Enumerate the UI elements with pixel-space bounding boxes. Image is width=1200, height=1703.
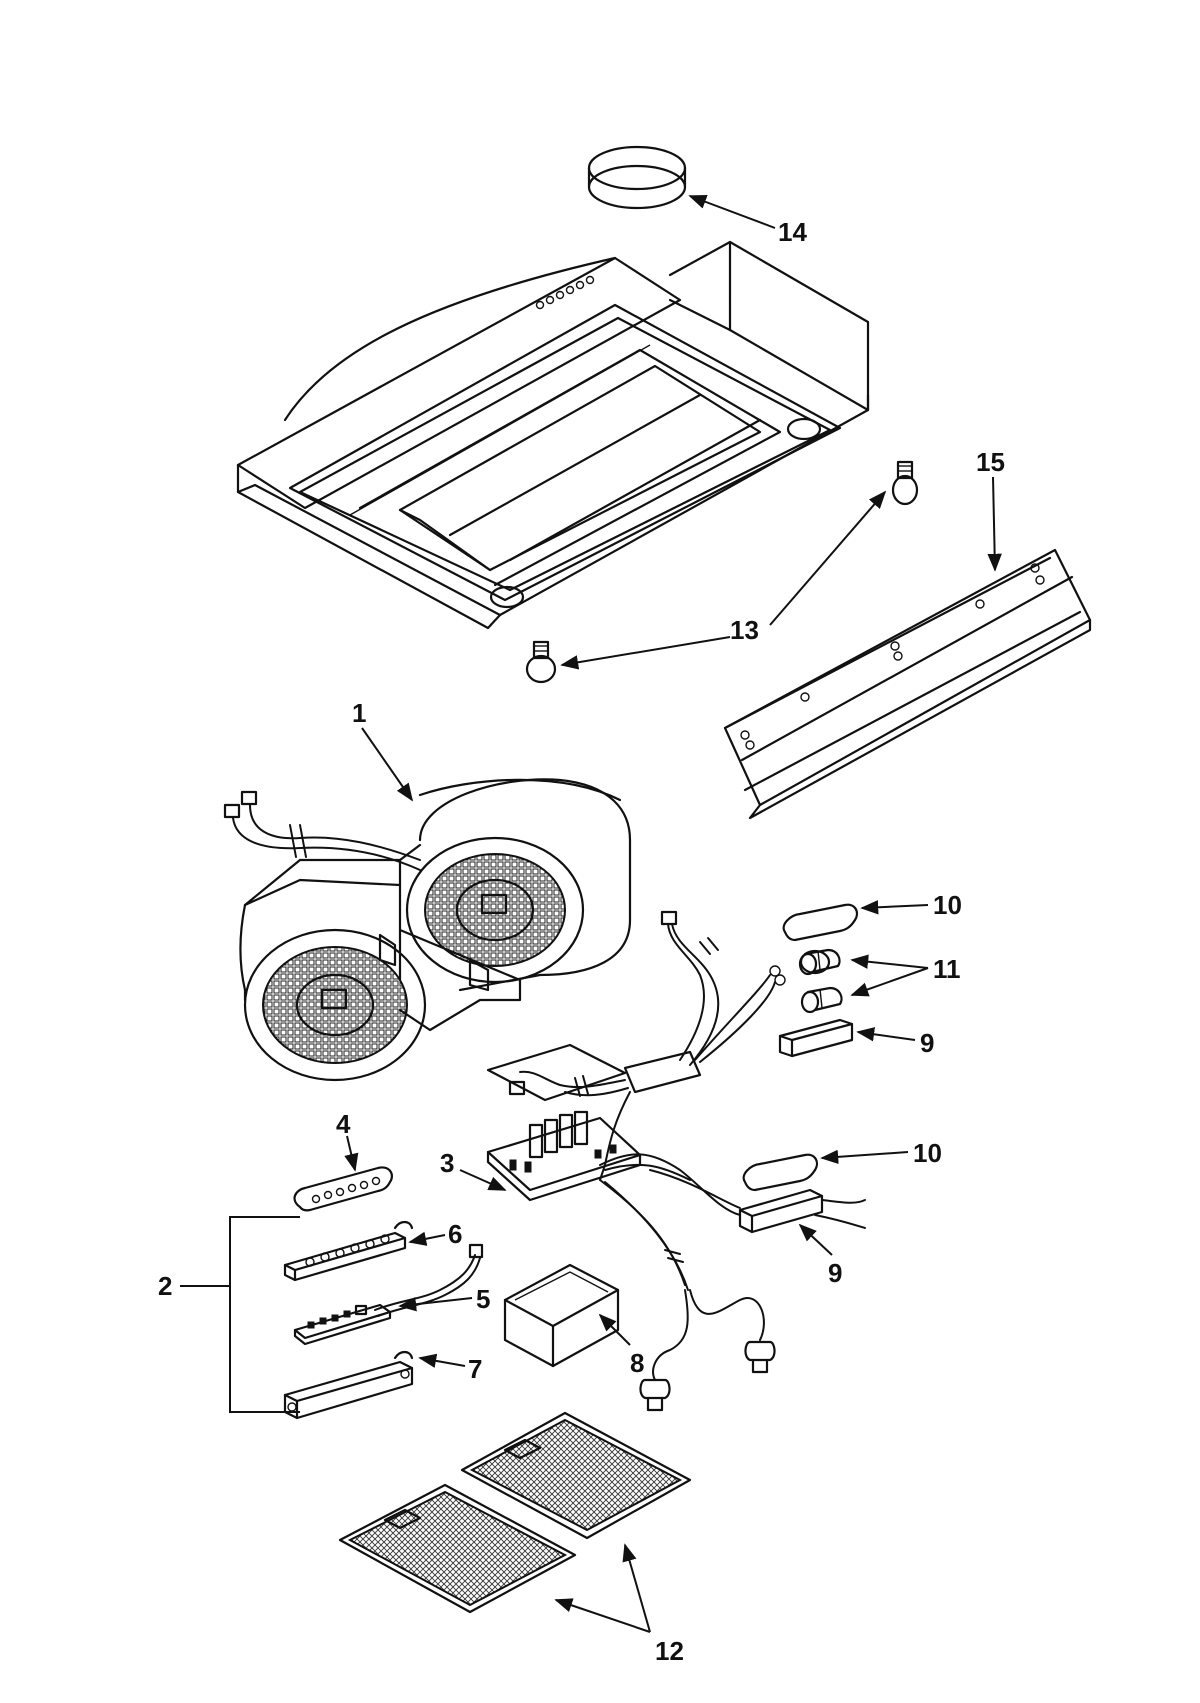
control-board: [486, 1110, 642, 1202]
control-button-housing: [283, 1220, 414, 1282]
label-part-3: 3: [440, 1148, 454, 1178]
leader-12-back: [622, 1543, 651, 1633]
label-part-5: 5: [476, 1284, 490, 1314]
wiring-harness-lower: [599, 1153, 776, 1412]
leader-11-upper: [850, 954, 929, 969]
leader-15: [987, 476, 1002, 572]
grease-filter-back: [460, 1411, 692, 1540]
label-part-13: 13: [730, 615, 759, 645]
leader-12-front: [554, 1598, 651, 1633]
control-button-strip: [293, 1166, 394, 1212]
light-socket-upper: [798, 948, 841, 976]
leader-4: [344, 1135, 359, 1172]
halogen-bulb-lower: [525, 640, 557, 684]
leader-8: [598, 1313, 631, 1346]
light-housing-lower: [738, 1188, 866, 1234]
light-socket-lower: [800, 986, 843, 1014]
label-part-14: 14: [778, 217, 807, 247]
label-part-1: 1: [352, 698, 366, 728]
halogen-bulb-upper: [891, 460, 919, 506]
label-part-15: 15: [976, 447, 1005, 477]
label-part-11: 11: [933, 954, 961, 984]
label-part-9-lower: 9: [828, 1258, 842, 1288]
blower-motor-assembly: [223, 778, 632, 1082]
leader-1: [361, 727, 414, 802]
leader-11-lower: [850, 967, 929, 997]
junction-box: [503, 1263, 620, 1368]
light-housing-upper: [778, 1018, 854, 1058]
leader-7: [418, 1353, 466, 1368]
leader-13-upper: [769, 490, 887, 626]
leader-6: [408, 1231, 446, 1246]
leader-10-lower: [820, 1149, 909, 1165]
label-part-2: 2: [158, 1271, 172, 1301]
leader-3: [459, 1169, 507, 1191]
leader-5: [398, 1297, 473, 1312]
label-part-10-upper: 10: [933, 890, 962, 920]
leader-14: [688, 194, 776, 229]
hood-control-buttons: [535, 275, 595, 310]
control-assembly-bracket: [180, 1216, 300, 1413]
label-part-4: 4: [336, 1109, 351, 1139]
range-hood-body: [236, 240, 870, 630]
light-lens-lower: [742, 1153, 819, 1192]
grease-filter-front: [338, 1483, 577, 1614]
mounting-rail: [723, 548, 1092, 820]
label-part-7: 7: [468, 1354, 482, 1384]
leader-9-lower: [798, 1223, 833, 1256]
duct-collar-ring: [587, 145, 687, 210]
leader-9-upper: [856, 1027, 916, 1042]
control-board-cover-plate: [486, 1043, 627, 1102]
light-lens-upper: [782, 903, 859, 942]
leader-10-upper: [860, 900, 929, 915]
leader-13-lower: [560, 636, 731, 670]
label-part-12: 12: [655, 1636, 684, 1666]
switch-housing: [283, 1350, 414, 1420]
label-part-10-lower: 10: [913, 1138, 942, 1168]
label-part-6: 6: [448, 1219, 462, 1249]
label-part-8: 8: [630, 1348, 644, 1378]
label-part-9-upper: 9: [920, 1028, 934, 1058]
wiring-harness-upper: [508, 910, 786, 1181]
